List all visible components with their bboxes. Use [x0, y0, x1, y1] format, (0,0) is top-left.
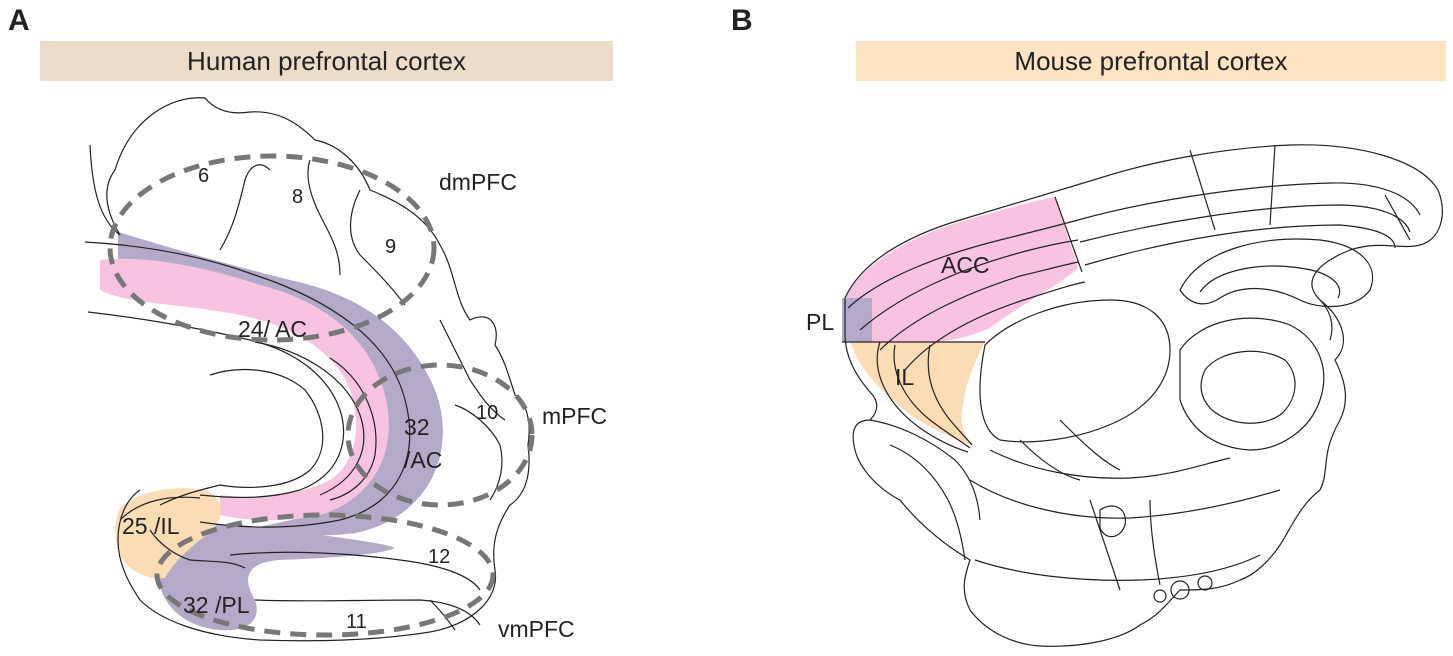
human-area-10-boundary-2 [454, 404, 503, 501]
mouse-acc-pink-region [845, 197, 1078, 342]
mouse-brain-diagram: ACC PL IL [806, 144, 1443, 647]
human-sulcus-inner3 [329, 357, 377, 501]
area-6-label: 6 [198, 165, 209, 187]
mouse-pl-purple-block [842, 298, 872, 342]
human-pfc-title: Human prefrontal cortex [40, 41, 613, 81]
vmpfc-label: vmPFC [498, 616, 575, 642]
human-sulcus-edge [117, 489, 141, 601]
area-25-il-label: 25 /IL [122, 513, 180, 539]
mouse-ventral-3 [974, 554, 1261, 581]
mouse-il-peach-region [850, 342, 985, 445]
human-area-6-8-boundary [219, 164, 271, 251]
area-11-label: 11 [346, 611, 367, 633]
human-area-10-boundary [439, 319, 506, 421]
mouse-cortex-line-3 [879, 261, 1079, 351]
area-24-ac-label: 24/ AC [238, 316, 307, 342]
mouse-thalamus [1179, 317, 1325, 451]
mpfc-label: mPFC [542, 403, 607, 429]
area-8-label: 8 [292, 186, 303, 208]
mouse-brainstem [1089, 499, 1161, 591]
human-outline-top [89, 97, 516, 396]
mouse-internal-capsule [1019, 419, 1121, 481]
human-sulcus-12 [229, 551, 481, 591]
mouse-dorsal-stripes-2 [1079, 204, 1411, 243]
mouse-area-boundary [1054, 196, 1083, 273]
area-12-label: 12 [428, 546, 450, 568]
human-acc-pink-region [100, 258, 389, 521]
area-10-label: 10 [476, 402, 498, 424]
area-ac-label: /AC [404, 447, 442, 473]
human-sulcus-small [119, 496, 201, 521]
area-32-pl-label: 32 /PL [183, 592, 250, 618]
panel-a-letter: A [8, 4, 30, 37]
human-brain-diagram: 6 8 9 10 12 11 24/ AC 32 /AC 25 /IL 32 /… [84, 97, 607, 642]
mouse-olfactory-2 [889, 444, 966, 561]
mouse-small-circle-3 [1153, 589, 1167, 603]
mouse-pfc-title: Mouse prefrontal cortex [856, 41, 1446, 81]
mouse-acc-il-curves-2 [893, 344, 971, 449]
mouse-ventral-2 [969, 479, 1281, 519]
panel-b-letter: B [731, 4, 753, 37]
human-vmpfc-sulcus [254, 599, 481, 626]
mouse-cortex-line-1 [847, 219, 1079, 309]
mouse-dorsal-stripes-3 [1084, 224, 1396, 266]
mouse-hippocampus [1179, 238, 1374, 308]
human-il-peach-region [115, 488, 221, 579]
human-sulcus-cingulate-inner [87, 311, 345, 499]
mouse-olfactory [869, 419, 981, 521]
mouse-outer-contour [844, 144, 1443, 647]
mouse-hippocampus-inner [1199, 265, 1341, 299]
dmpfc-label: dmPFC [439, 169, 517, 195]
il-label: IL [895, 364, 914, 390]
vmpfc-dashed-outline [154, 512, 496, 638]
area-32-label: 32 [404, 414, 430, 440]
mouse-vertical-3 [1384, 194, 1411, 241]
mouse-vertical-1 [1189, 149, 1216, 231]
mouse-ventral-1 [989, 449, 1231, 479]
human-sulcus-cingulate-outer [84, 241, 411, 528]
mouse-vertical-2 [1269, 144, 1276, 226]
mouse-small-circle-2 [1197, 575, 1213, 591]
human-outline-back [139, 394, 530, 642]
pl-label: PL [806, 309, 834, 335]
mouse-small-circle-1 [1170, 580, 1190, 600]
human-area-9-boundary [349, 189, 406, 306]
human-sulcus-area25 [149, 529, 246, 569]
human-vmpfc-purple-region [156, 524, 395, 631]
human-corpus-callosum [159, 368, 324, 506]
mouse-striatum [979, 299, 1171, 443]
human-sulcus-inner2 [254, 341, 365, 496]
mpfc-dashed-outline [345, 362, 535, 508]
mouse-small-structure-1 [1099, 505, 1127, 538]
dmpfc-dashed-outline [107, 153, 437, 343]
mouse-cerebellum-hint [1319, 299, 1333, 341]
human-area-8-9-boundary [307, 159, 341, 276]
mouse-acc-il-curves-3 [876, 341, 969, 453]
mouse-acc-il-curves [927, 344, 973, 446]
mouse-dorsal-stripes-1 [1077, 182, 1421, 221]
human-acc-purple-region [118, 232, 443, 536]
mouse-thalamus-inner [1200, 350, 1296, 424]
mouse-cortex-line-4 [904, 281, 1086, 371]
area-9-label: 9 [385, 236, 396, 258]
acc-label: ACC [941, 252, 990, 278]
mouse-cortex-line-2 [859, 239, 1079, 331]
